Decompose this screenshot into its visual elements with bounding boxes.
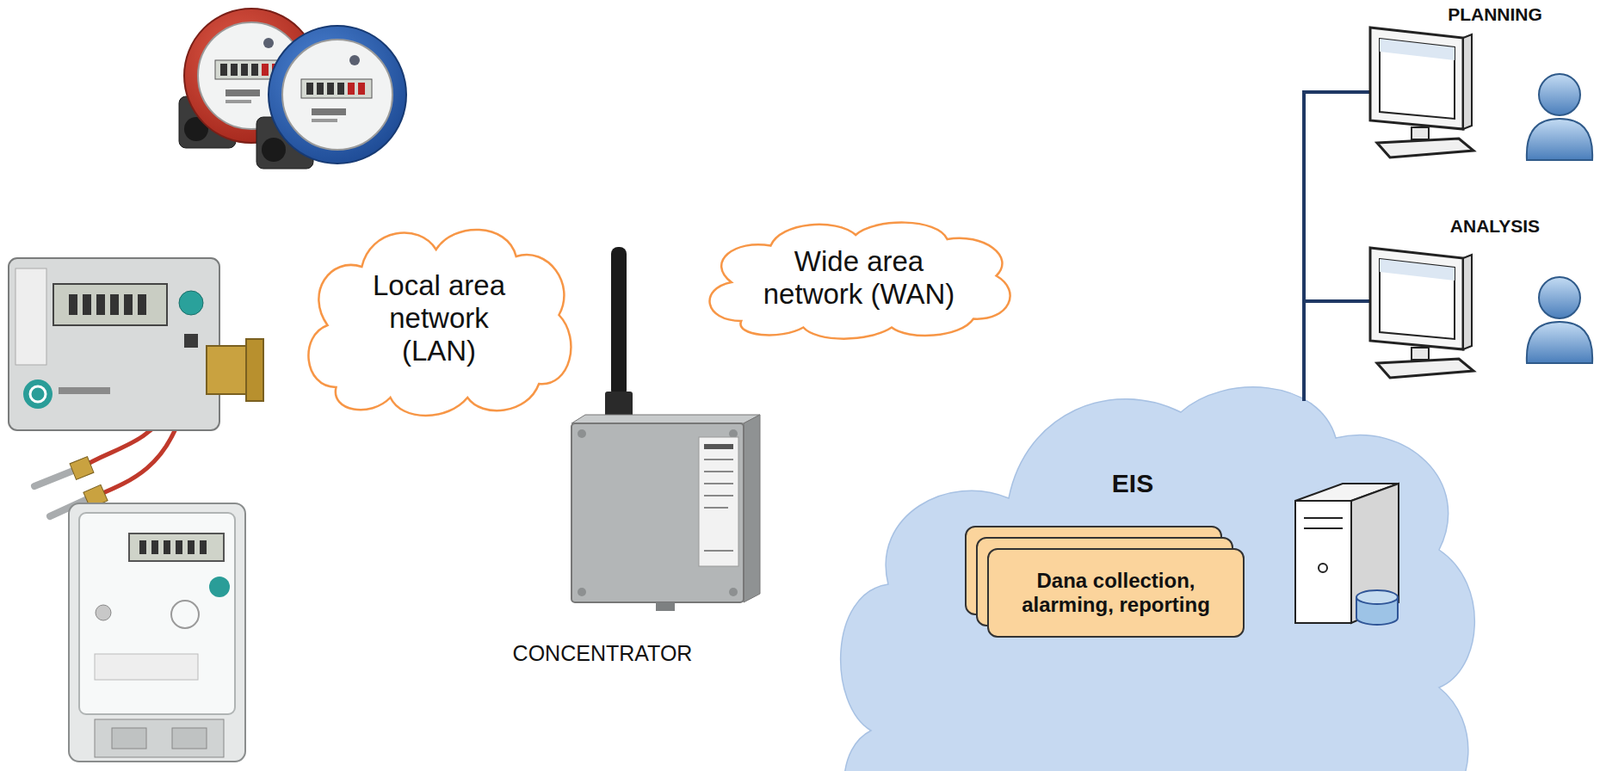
concentrator-device — [571, 247, 760, 612]
cloud-path — [840, 387, 1476, 771]
label-holder: PLANNING — [1322, 3, 1600, 25]
water-meter-hot — [179, 8, 319, 149]
label-holder: ANALYSIS — [1322, 215, 1600, 237]
network-cloud: Local area network (LAN) — [296, 215, 582, 422]
cloud-path — [308, 229, 571, 416]
node-label: Local area network (LAN) — [364, 269, 515, 368]
heat-meter — [8, 258, 264, 517]
process-box: Dana collection, alarming, reporting — [987, 548, 1245, 638]
monitor-icon — [1370, 27, 1474, 158]
role-label: PLANNING — [1322, 3, 1600, 25]
cloud-path — [710, 222, 1011, 340]
server-icon — [1295, 483, 1399, 625]
device-label: CONCENTRATOR — [430, 640, 775, 667]
system-cloud: EIS Dana collection, alarming, reporting — [836, 377, 1470, 771]
process-label: Dana collection, alarming, reporting — [999, 568, 1233, 617]
network-line — [1302, 92, 1372, 402]
node-label: Wide area network (WAN) — [751, 245, 967, 311]
label-holder: CONCENTRATOR — [430, 640, 775, 667]
role-label: ANALYSIS — [1322, 215, 1600, 237]
electricity-meter — [68, 503, 246, 762]
monitor-icon — [1370, 247, 1474, 378]
person-icon — [1526, 277, 1593, 364]
water-meter-cold — [256, 25, 407, 169]
network-cloud: Wide area network (WAN) — [695, 213, 1023, 343]
person-icon — [1526, 74, 1593, 161]
node-label: EIS — [1111, 469, 1154, 500]
